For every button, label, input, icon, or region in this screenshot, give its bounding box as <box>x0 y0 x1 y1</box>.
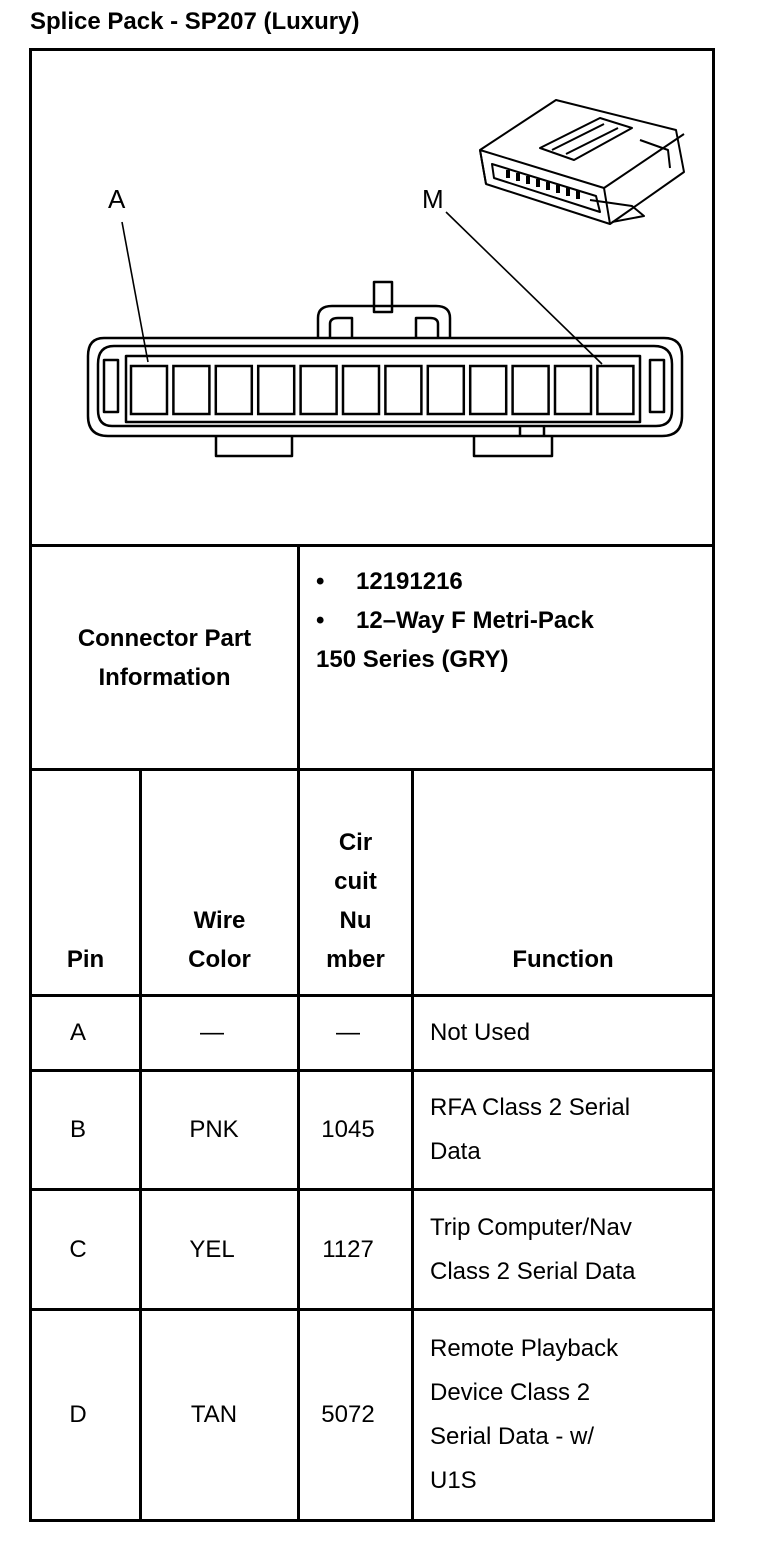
terminal-cavity <box>341 364 381 416</box>
terminal-cavity <box>511 364 550 416</box>
divider-diagram <box>29 544 715 547</box>
row-b-pin: B <box>69 1116 86 1143</box>
list-item: •12–Way F Metri-Pack <box>316 601 594 640</box>
terminal-cavity <box>468 364 508 416</box>
frame-left <box>29 48 32 1522</box>
divider-row-b <box>29 1188 715 1191</box>
row-d-pin: D <box>69 1401 87 1428</box>
divider-info <box>29 768 715 771</box>
row-a-function: Not Used <box>430 1019 531 1046</box>
frame-bottom <box>29 1519 715 1522</box>
terminal-cavity <box>256 364 296 416</box>
row-b-circuit: 1045 <box>321 1116 375 1143</box>
info-column-divider <box>297 544 300 768</box>
divider-row-a <box>29 1069 715 1072</box>
connector-type: 12–Way F Metri-Pack <box>356 607 594 634</box>
header-pin: Pin <box>66 946 105 973</box>
row-a-wire-color: — <box>200 1019 224 1046</box>
header-function: Function <box>512 946 614 973</box>
list-item: •12191216 <box>316 562 594 601</box>
col-divider-1 <box>139 768 142 1522</box>
connector-info-label: Connector Part Information <box>77 624 252 691</box>
part-number: 12191216 <box>356 568 463 595</box>
row-d-wire-color: TAN <box>190 1401 238 1428</box>
terminal-cavity <box>553 364 593 416</box>
connector-series: 150 Series (GRY) <box>316 646 509 673</box>
row-b-wire-color: PNK <box>189 1116 239 1143</box>
page-title: Splice Pack - SP207 (Luxury) <box>30 8 360 35</box>
divider-row-c <box>29 1308 715 1311</box>
divider-header <box>29 994 715 997</box>
connector-diagram: A M <box>86 99 685 458</box>
row-c-circuit: 1127 <box>322 1235 374 1263</box>
terminal-cavity <box>214 364 254 416</box>
row-c-wire-color: YEL <box>189 1235 235 1263</box>
terminal-cavity <box>426 364 466 416</box>
col-divider-3 <box>411 768 414 1522</box>
terminal-cavity <box>129 364 169 416</box>
row-d-circuit: 5072 <box>321 1401 375 1428</box>
row-c-pin: C <box>69 1235 87 1263</box>
terminal-cavity <box>384 364 423 416</box>
row-a-circuit: — <box>336 1019 360 1046</box>
terminal-cavity <box>172 364 211 416</box>
terminal-cavity <box>299 364 338 416</box>
frame-top <box>29 48 715 51</box>
pin-a-label: A <box>108 184 126 214</box>
col-divider-2 <box>297 768 300 1522</box>
frame-right <box>712 48 715 1522</box>
connector-info-details: •12191216 •12–Way F Metri-Pack 150 Serie… <box>316 562 594 679</box>
terminal-cavity <box>596 364 635 416</box>
row-a-pin: A <box>69 1019 86 1046</box>
pin-m-label: M <box>422 184 444 214</box>
